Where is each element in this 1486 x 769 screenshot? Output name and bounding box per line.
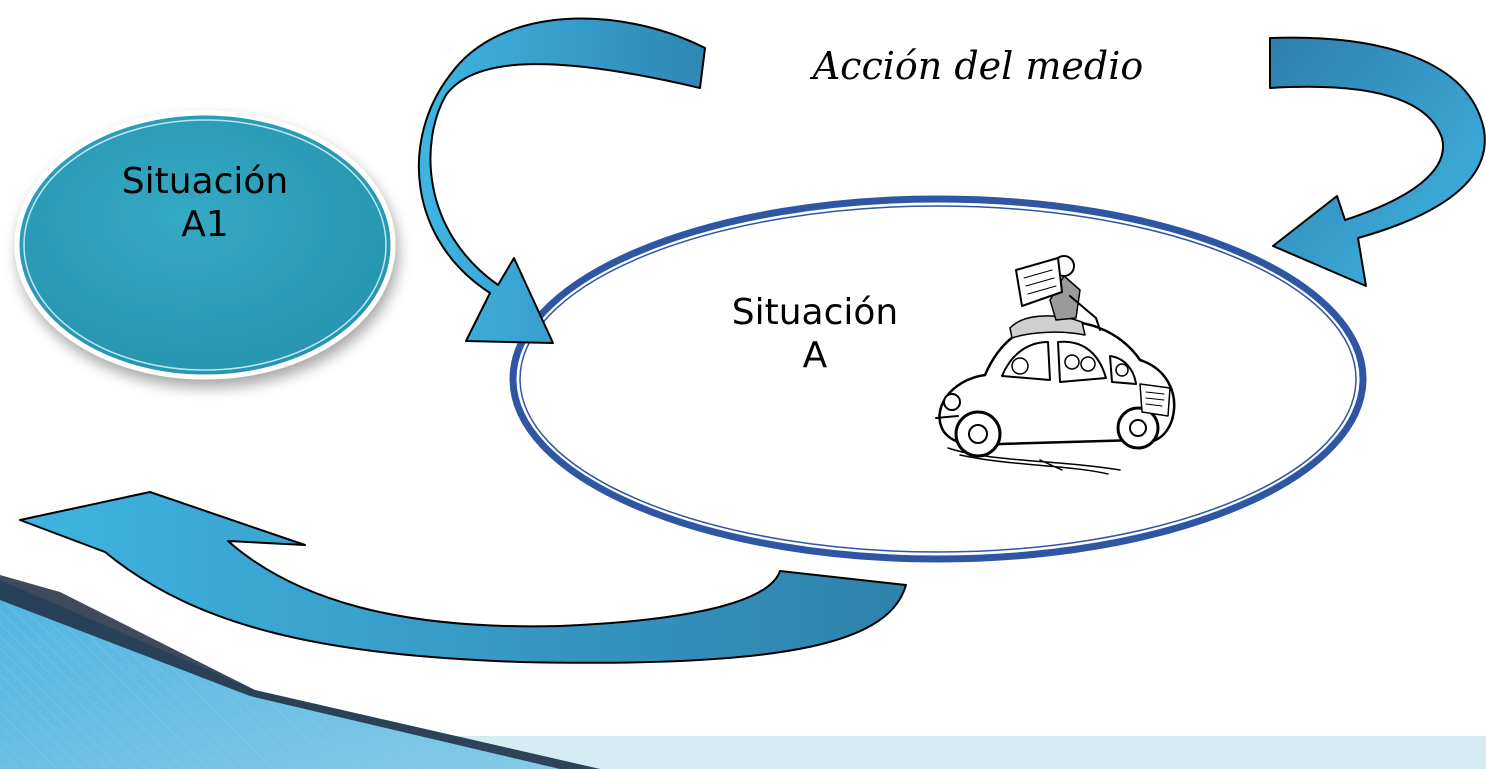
- car-illustration: [935, 255, 1176, 475]
- environment-action-label: Acción del medio: [812, 44, 1144, 88]
- situation-a1-label: Situación A1: [121, 161, 289, 246]
- situation-a1-node: [14, 110, 396, 380]
- top-left-curved-arrow: [417, 17, 706, 344]
- bottom-curved-arrow: [19, 491, 907, 664]
- situation-a-label: Situación A: [731, 292, 899, 377]
- footer-band: [0, 575, 1486, 769]
- situation-a-node: [509, 195, 1367, 563]
- top-right-curved-arrow: [1269, 36, 1486, 287]
